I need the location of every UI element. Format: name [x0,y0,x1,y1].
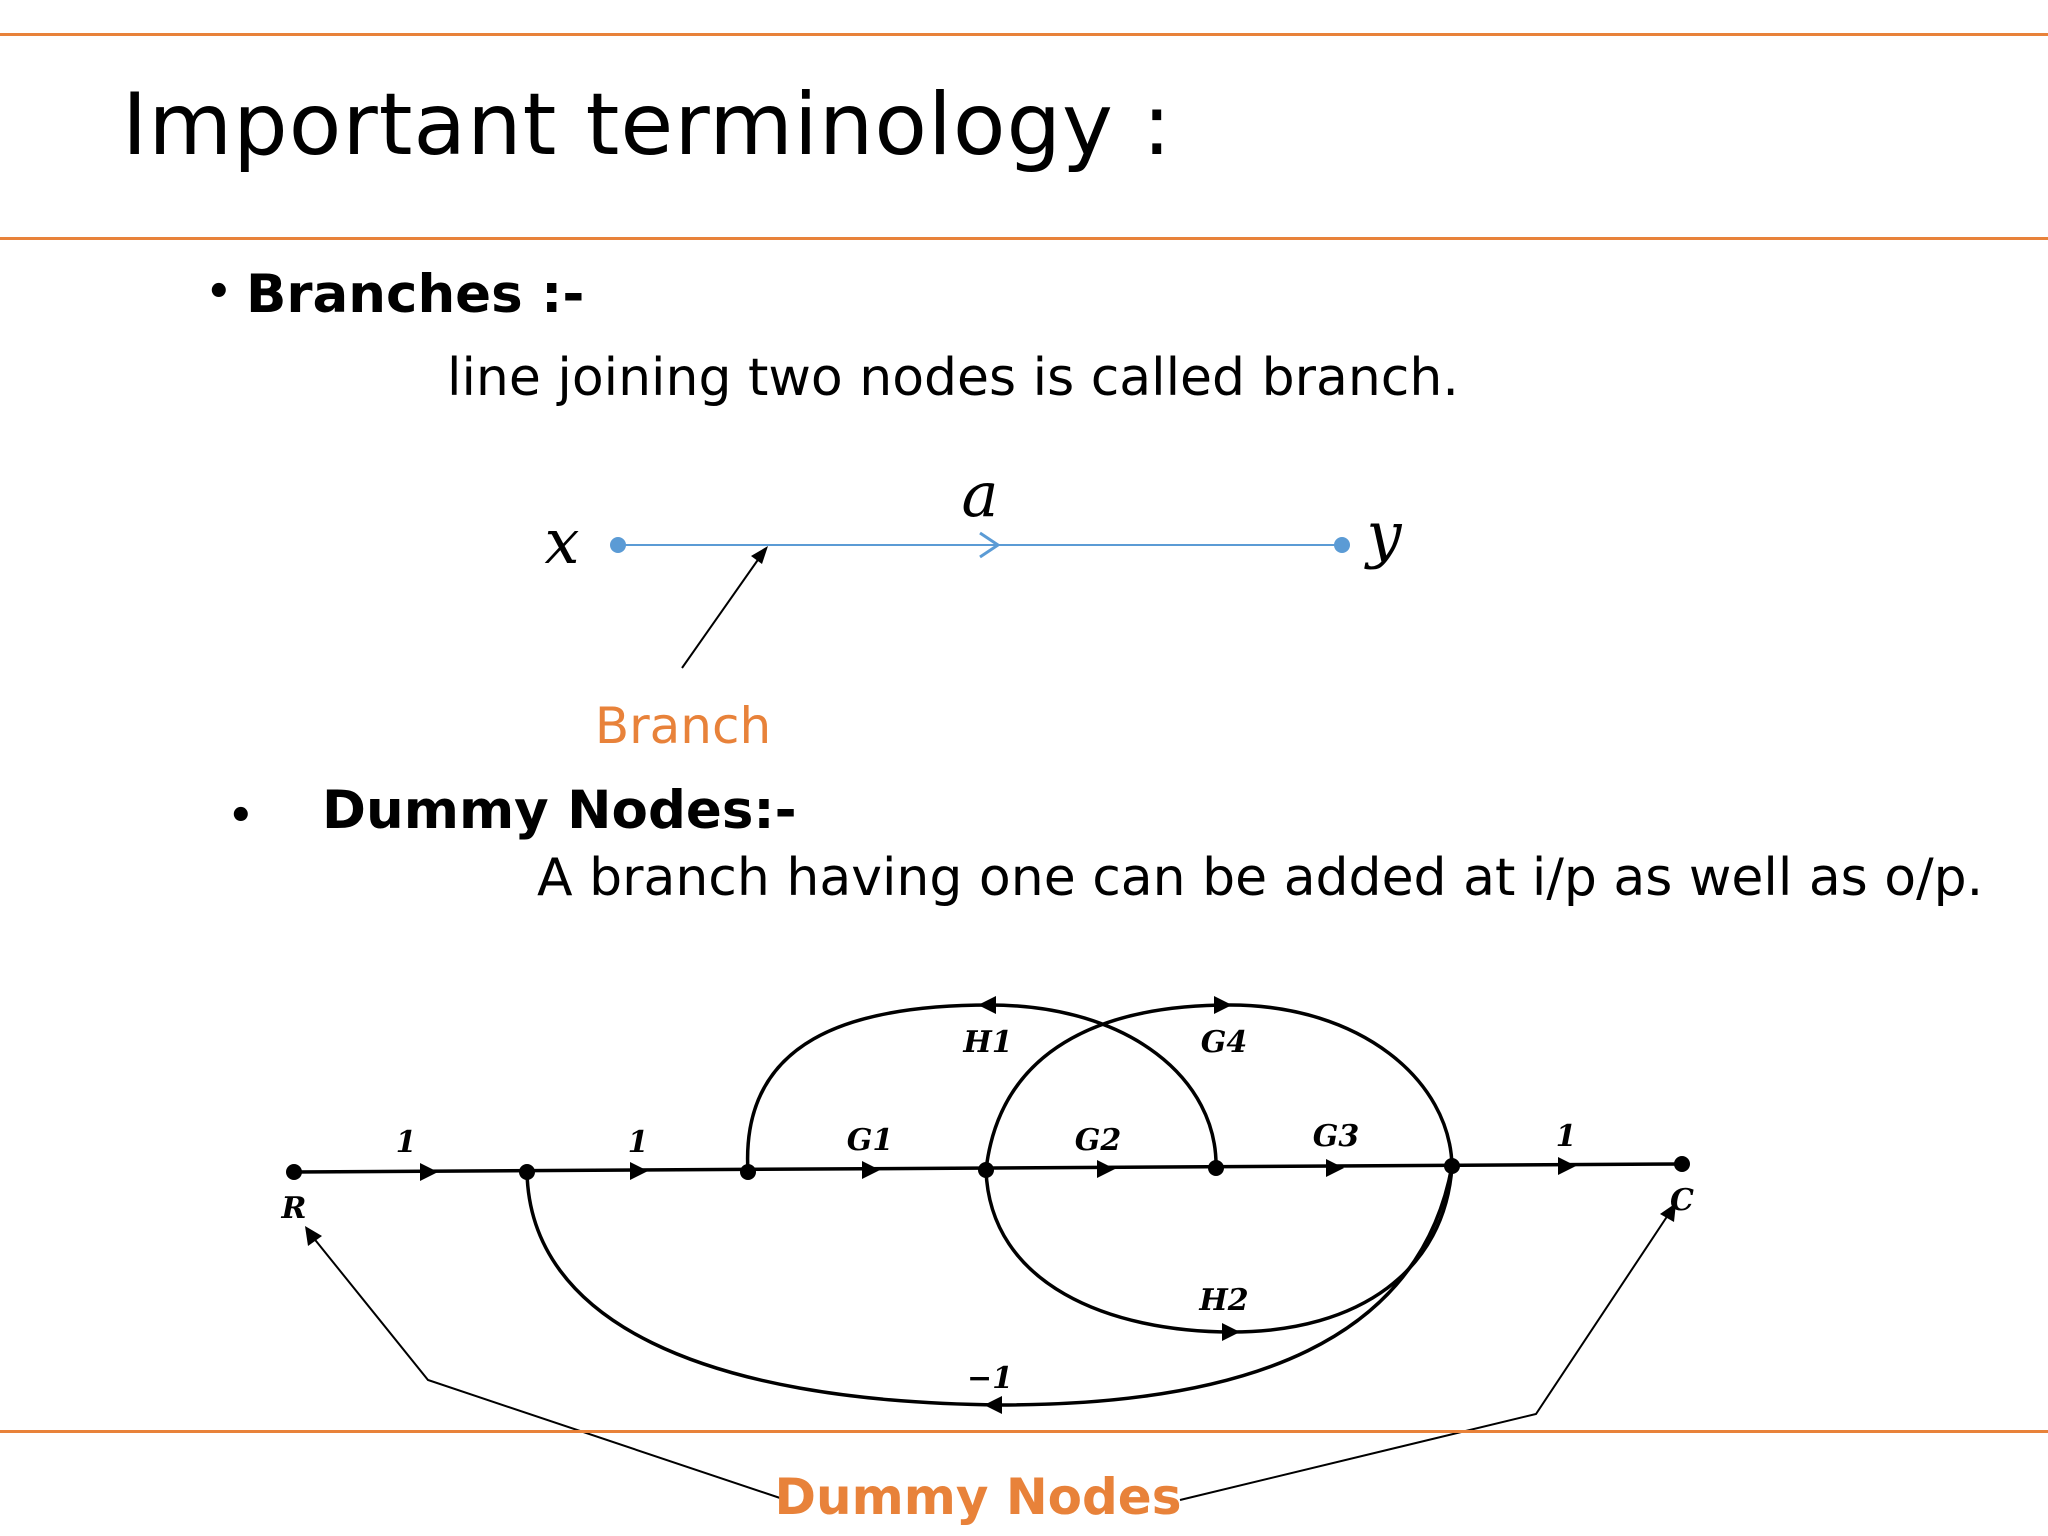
dummy-callout-line-right [1179,1211,1671,1501]
dummy-nodes-definition: A branch having one can be added at i/p … [537,848,1984,908]
node-2 [740,1164,756,1180]
gain-h2: H2 [1198,1283,1248,1318]
gain-minus-one: −1 [967,1361,1013,1396]
arrow-g2-icon [1097,1160,1115,1178]
node-y [1334,537,1350,553]
branch-callout-arrowhead-icon [751,546,768,564]
gain-g2: G2 [1075,1123,1122,1158]
dummy-callout-arrowhead-left-icon [305,1226,322,1246]
node-4 [1208,1160,1224,1176]
gain-g3: G3 [1313,1119,1360,1154]
gain-g1: G1 [847,1123,894,1158]
node-dummy-output [1444,1158,1460,1174]
branch-callout-label: Branch [595,697,771,755]
bullet-branches: • [206,269,232,315]
node-c [1674,1156,1690,1172]
heading-branches: Branches :- [246,264,585,325]
title-divider [0,237,2048,240]
gain-h1: H1 [962,1025,1012,1060]
bottom-divider [0,1430,2048,1433]
branch-arrow-icon [979,531,1001,559]
arrow-g3-icon [1326,1159,1344,1177]
branches-definition: line joining two nodes is called branch. [447,348,1459,408]
dummy-callout-arrowhead-right-icon [1660,1203,1676,1222]
gain-1c: 1 [1556,1119,1577,1154]
node-3 [978,1162,994,1178]
gain-g4: G4 [1201,1025,1248,1060]
arrow-minus-one-icon [984,1396,1002,1414]
node-r [286,1164,302,1180]
arrow-h2-icon [1222,1323,1240,1341]
arrow-h1-icon [978,996,996,1014]
label-y: y [1363,498,1402,571]
slide-title: Important terminology : [122,75,1173,175]
label-x: x [545,505,580,578]
branch-callout-line [681,553,763,669]
dummy-nodes-callout-label: Dummy Nodes [775,1468,1182,1526]
node-x [610,537,626,553]
arrow-g4-icon [1214,996,1232,1014]
bullet-dummy-nodes: • [228,793,254,839]
dummy-callout-line-left [311,1235,787,1501]
gain-1a: 1 [396,1125,417,1160]
arrow-g1-icon [862,1161,880,1179]
heading-dummy-nodes: Dummy Nodes:- [322,780,797,841]
node-dummy-input [519,1164,535,1180]
gain-1b: 1 [628,1125,649,1160]
arrow-1b-icon [630,1162,648,1180]
label-r: R [281,1191,307,1226]
arrow-1c-icon [1558,1157,1576,1175]
arrow-1a-icon [420,1163,438,1181]
top-divider [0,33,2048,36]
label-a: a [962,458,999,531]
